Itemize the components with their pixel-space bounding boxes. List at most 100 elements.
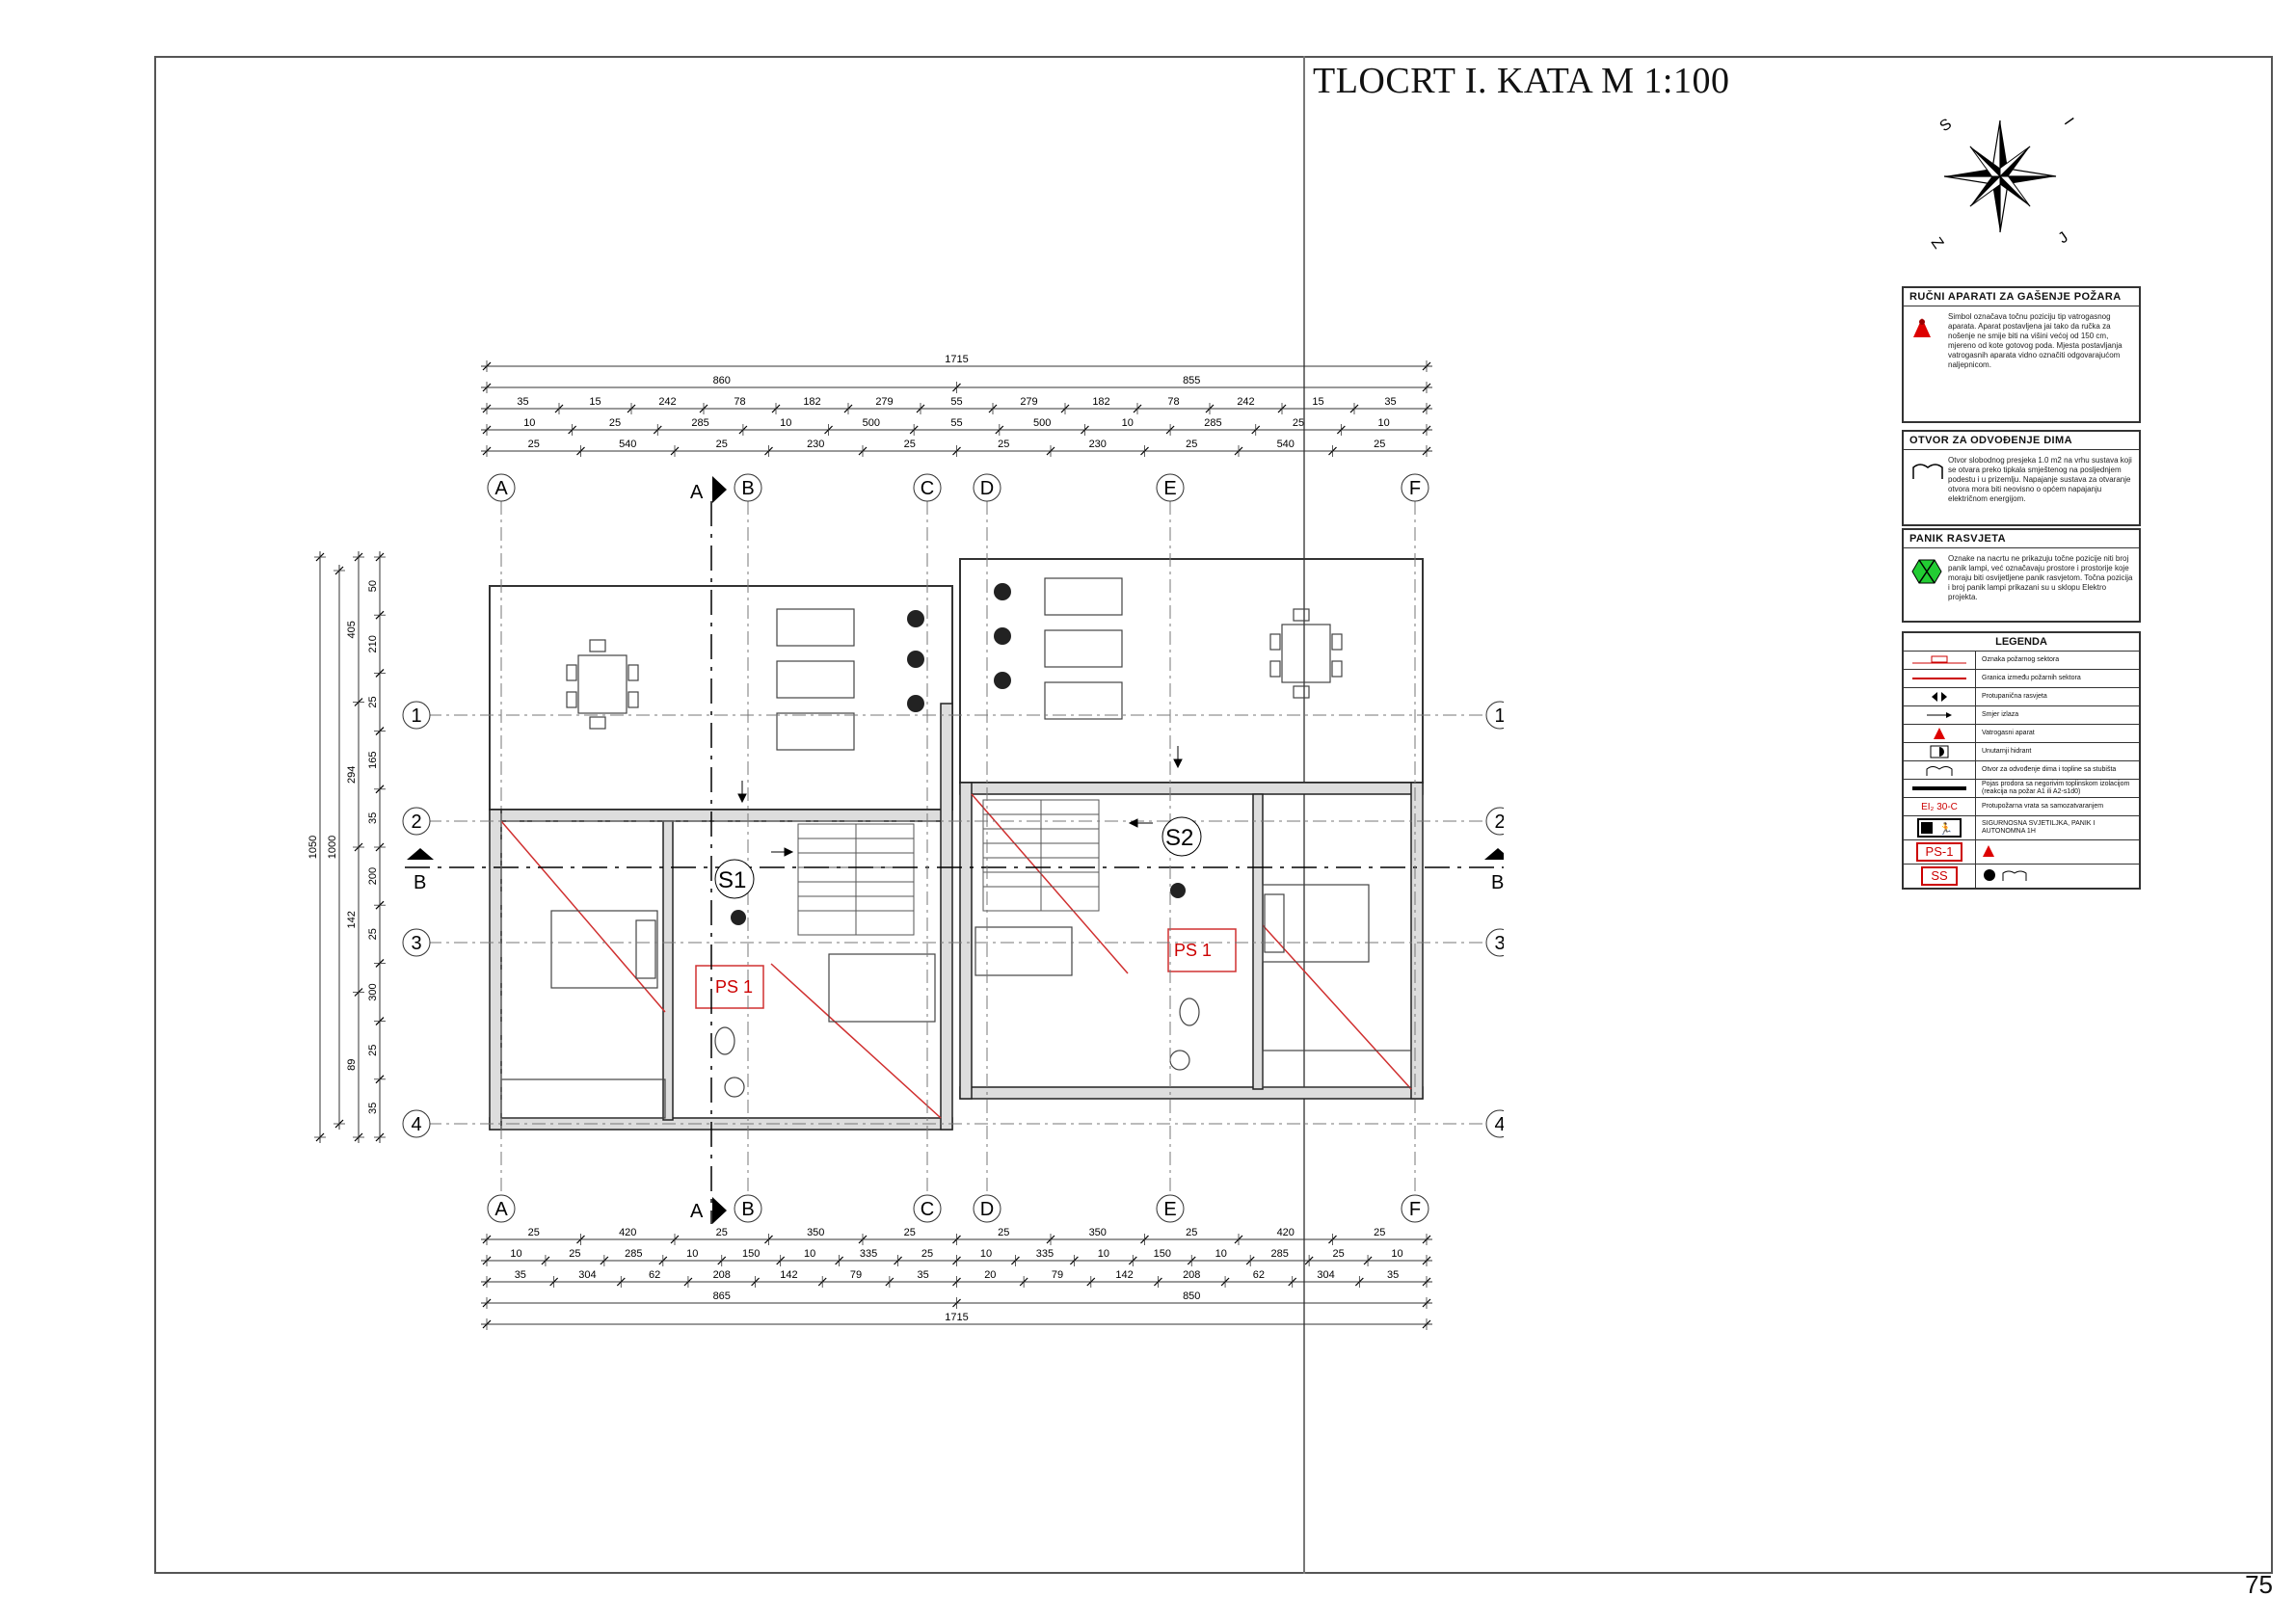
axis-label: D bbox=[980, 1199, 994, 1220]
legend-row: SS bbox=[1904, 865, 2139, 888]
axis-label: 4 bbox=[411, 1114, 421, 1135]
sheet-frame bbox=[154, 56, 2273, 1574]
legend-row: Pojas prodora sa negorivim toplinskom iz… bbox=[1904, 780, 2139, 798]
legend-text: Protupožarna vrata sa samozatvaranjem bbox=[1982, 803, 2104, 810]
dimension-value: 294 bbox=[346, 766, 358, 784]
axis-bubble bbox=[973, 1194, 1001, 1223]
fire-extinguisher-panel: RUČNI APARATI ZA GAŠENJE POŽARA Simbol o… bbox=[1902, 286, 2141, 423]
dimension-value: 540 bbox=[619, 439, 636, 450]
dimension-value: 25 bbox=[528, 439, 540, 450]
axis-bubble bbox=[973, 473, 1001, 502]
dimension-value: 304 bbox=[1317, 1269, 1334, 1281]
fire-extinguisher-icon bbox=[1983, 844, 1994, 857]
sector-label-text: S2 bbox=[1165, 825, 1193, 851]
dimension-value: 285 bbox=[691, 417, 708, 429]
axis-bubble bbox=[1485, 807, 1504, 836]
dimension-value: 25 bbox=[904, 1227, 916, 1238]
dimension-value: 10 bbox=[1378, 417, 1390, 429]
dimension-value: 25 bbox=[609, 417, 621, 429]
axis-label: D bbox=[980, 478, 994, 499]
dimension-value: 210 bbox=[367, 635, 379, 652]
axis-label: 2 bbox=[411, 812, 421, 833]
dimension-value: 25 bbox=[1186, 1227, 1197, 1238]
dimension-value: 304 bbox=[578, 1269, 596, 1281]
staircase-right bbox=[982, 799, 1100, 912]
smoke-vent-icon bbox=[1926, 766, 1953, 776]
legend-row: EI₂ 30-C Protupožarna vrata sa samozatva… bbox=[1904, 798, 2139, 816]
hydrant-vent-icons bbox=[1984, 868, 2027, 881]
axis-bubble bbox=[402, 807, 431, 836]
dimension-value: 242 bbox=[1237, 396, 1254, 408]
dimension-value: 182 bbox=[1092, 396, 1109, 408]
dimension-value: 860 bbox=[713, 375, 731, 386]
dimension-value: 25 bbox=[1186, 439, 1197, 450]
legend-row: 🏃 SIGURNOSNA SVJETILJKA, PANIK I AUTONOM… bbox=[1904, 816, 2139, 840]
sector-label: S1 bbox=[714, 859, 755, 899]
smoke-vent-icon bbox=[1912, 464, 1943, 479]
dimension-value: 79 bbox=[1052, 1269, 1063, 1281]
title-block-divider bbox=[1303, 56, 1305, 1574]
dimension-value: 35 bbox=[918, 1269, 929, 1281]
dimension-value: 35 bbox=[367, 812, 379, 824]
axis-bubble bbox=[487, 1194, 516, 1223]
legend-text: Otvor za odvođenje dima i topline sa stu… bbox=[1982, 766, 2117, 773]
dimension-value: 208 bbox=[713, 1269, 731, 1281]
ps-label: PS-1 bbox=[1915, 842, 1963, 862]
dimension-value: 10 bbox=[1098, 1248, 1109, 1260]
dimension-value: 500 bbox=[1033, 417, 1051, 429]
dimension-value: 165 bbox=[367, 752, 379, 769]
axis-bubble bbox=[1401, 1194, 1429, 1223]
dimension-value: 350 bbox=[807, 1227, 824, 1238]
section-marker-label: A bbox=[690, 1201, 704, 1222]
dimension-value: 25 bbox=[998, 1227, 1009, 1238]
dimension-value: 1715 bbox=[945, 1312, 968, 1323]
sector-boundary-icon bbox=[1912, 678, 1966, 679]
panic-lighting-panel: PANIK RASVJETA Oznake na nacrtu ne prika… bbox=[1902, 528, 2141, 623]
panel-text: Simbol označava točnu poziciju tip vatro… bbox=[1948, 312, 2122, 369]
axis-bubble bbox=[913, 1194, 942, 1223]
compass-letter: I bbox=[2061, 116, 2076, 128]
dimension-value: 10 bbox=[780, 417, 791, 429]
dimension-value: 420 bbox=[1277, 1227, 1295, 1238]
fire-extinguisher-icon bbox=[1934, 728, 1945, 739]
plants bbox=[731, 583, 1186, 925]
dimension-value: 285 bbox=[1204, 417, 1221, 429]
section-marker: B bbox=[407, 848, 434, 893]
panic-light-arrows-icon bbox=[1932, 692, 1947, 702]
dimension-value: 865 bbox=[713, 1290, 731, 1302]
dimension-value: 25 bbox=[716, 439, 728, 450]
legend-text: Unutarnji hidrant bbox=[1982, 748, 2032, 755]
dimension-value: 62 bbox=[649, 1269, 660, 1281]
dimension-value: 242 bbox=[658, 396, 676, 408]
compass-letter: Z bbox=[1928, 235, 1947, 253]
axis-label: 1 bbox=[411, 705, 421, 727]
legend-row: Vatrogasni aparat bbox=[1904, 725, 2139, 743]
terrace-left bbox=[489, 585, 953, 811]
axis-label: C bbox=[921, 478, 934, 499]
axis-bubble bbox=[1485, 928, 1504, 957]
legend-row: Protupanična rasvjeta bbox=[1904, 688, 2139, 706]
axis-bubble bbox=[1156, 473, 1185, 502]
legend-row: Unutarnji hidrant bbox=[1904, 743, 2139, 761]
section-marker-label: B bbox=[414, 872, 426, 893]
dimension-value: 25 bbox=[716, 1227, 728, 1238]
ss-label: SS bbox=[1921, 866, 1958, 886]
legend-row: Otvor za odvođenje dima i topline sa stu… bbox=[1904, 761, 2139, 780]
dimension-value: 25 bbox=[1293, 417, 1304, 429]
dimension-value: 335 bbox=[1036, 1248, 1054, 1260]
axis-bubble bbox=[734, 473, 762, 502]
section-marker-label: A bbox=[690, 482, 704, 503]
dimension-value: 10 bbox=[1391, 1248, 1402, 1260]
axis-bubble bbox=[1485, 1109, 1504, 1138]
smoke-vent-panel: OTVOR ZA ODVOĐENJE DIMA Otvor slobodnog … bbox=[1902, 430, 2141, 526]
dimension-value: 300 bbox=[367, 983, 379, 1000]
dimension-value: 230 bbox=[1089, 439, 1107, 450]
dimension-value: 35 bbox=[367, 1103, 379, 1114]
legend-text: Pojas prodora sa negorivim toplinskom iz… bbox=[1982, 781, 2130, 795]
dimension-value: 25 bbox=[569, 1248, 580, 1260]
legend-text: Vatrogasni aparat bbox=[1982, 730, 2035, 736]
dimension-value: 279 bbox=[1020, 396, 1037, 408]
dimension-value: 79 bbox=[850, 1269, 862, 1281]
axis-bubble bbox=[402, 701, 431, 730]
